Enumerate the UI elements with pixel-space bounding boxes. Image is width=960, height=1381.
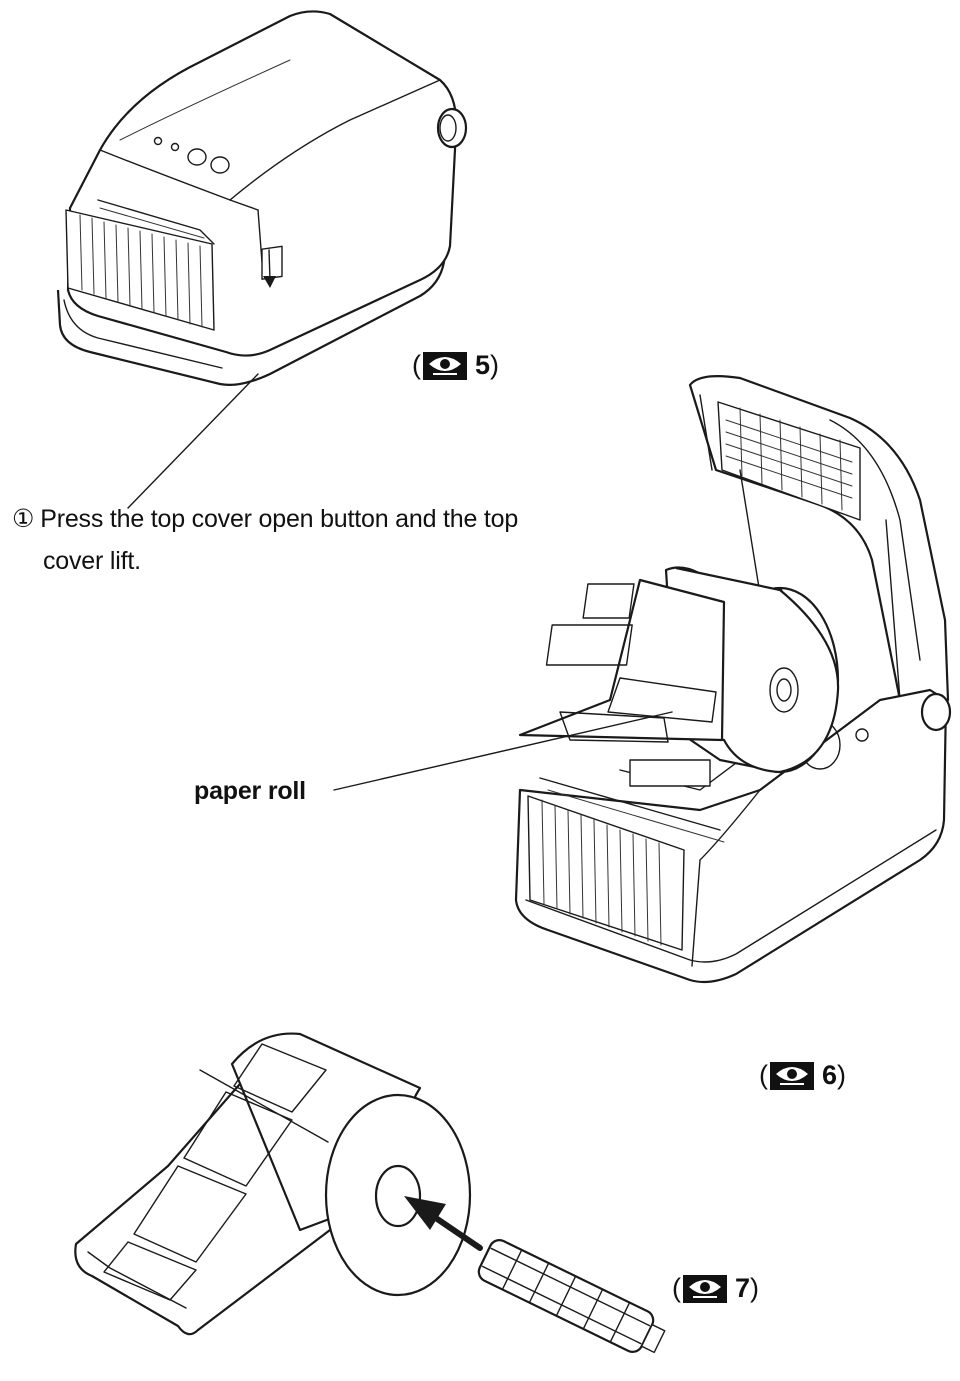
figure-5-number: 5 [475, 350, 491, 380]
step-number: ① [12, 505, 35, 533]
figure-6-close-paren: ) [837, 1060, 847, 1090]
figure-7-caption: ( 7 ) [672, 1273, 759, 1304]
eye-icon [770, 1061, 814, 1090]
step-line-2: cover lift. [43, 547, 141, 575]
paper-roll-label: paper roll [194, 777, 306, 805]
figure-6-open-paren: ( [759, 1060, 768, 1090]
figure-7-number: 7 [735, 1273, 751, 1303]
figure-7-open-paren: ( [672, 1273, 681, 1303]
figure-5-caption: ( 5 ) [412, 350, 499, 381]
figure-5-open-paren: ( [412, 350, 421, 380]
figure-5-close-paren: ) [490, 350, 500, 380]
figure-6-number: 6 [822, 1060, 838, 1090]
step-line-1: Press the top cover open button and the … [40, 505, 519, 533]
eye-icon [683, 1274, 727, 1303]
eye-icon [423, 351, 467, 380]
figure-6-caption: ( 6 ) [759, 1060, 846, 1091]
figure-7-close-paren: ) [750, 1273, 760, 1303]
